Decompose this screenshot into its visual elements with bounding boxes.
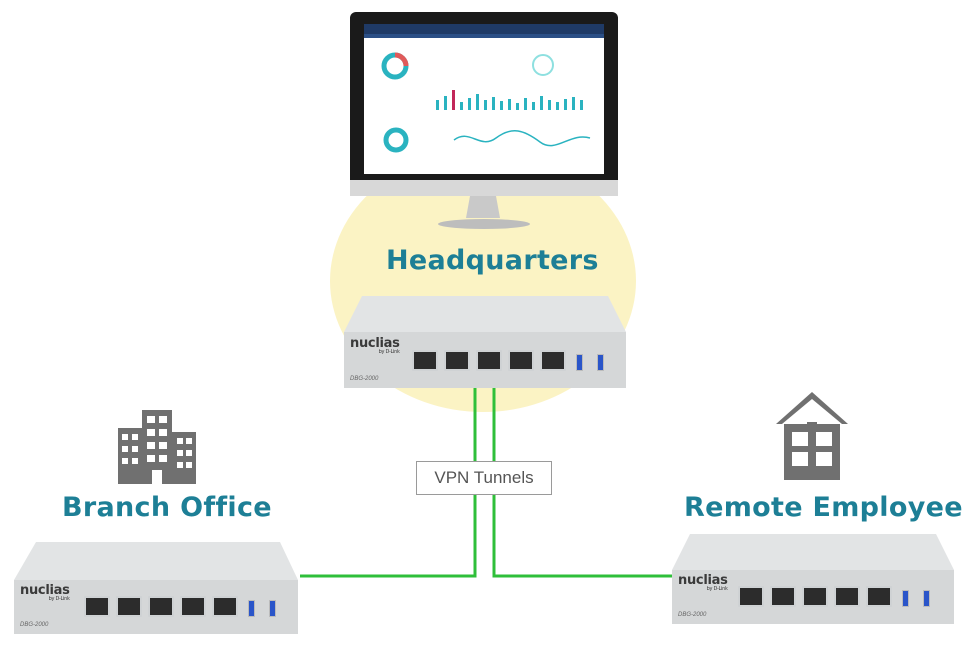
usb-port xyxy=(597,354,604,371)
ethernet-port xyxy=(508,350,534,371)
usb-port xyxy=(576,354,583,371)
headquarters-label: Headquarters xyxy=(386,245,599,276)
tunnel-to-branch xyxy=(300,385,477,578)
hq-model: DBG-2000 xyxy=(350,376,379,382)
office-building-icon xyxy=(118,410,196,484)
vpn-tunnels-label: VPN Tunnels xyxy=(416,461,552,495)
ethernet-port xyxy=(412,350,438,371)
remote-model: DBG-2000 xyxy=(678,612,707,618)
tunnel-to-remote xyxy=(492,385,672,578)
house-icon xyxy=(776,392,848,480)
branch-model: DBG-2000 xyxy=(20,622,49,628)
branch-office-label: Branch Office xyxy=(62,492,272,523)
remote-employee-label: Remote Employee xyxy=(684,492,963,523)
console-port xyxy=(540,350,566,371)
branch-ports xyxy=(84,596,280,617)
ethernet-port xyxy=(476,350,502,371)
hq-ports xyxy=(412,350,608,371)
remote-ports xyxy=(738,586,934,607)
ethernet-port xyxy=(444,350,470,371)
